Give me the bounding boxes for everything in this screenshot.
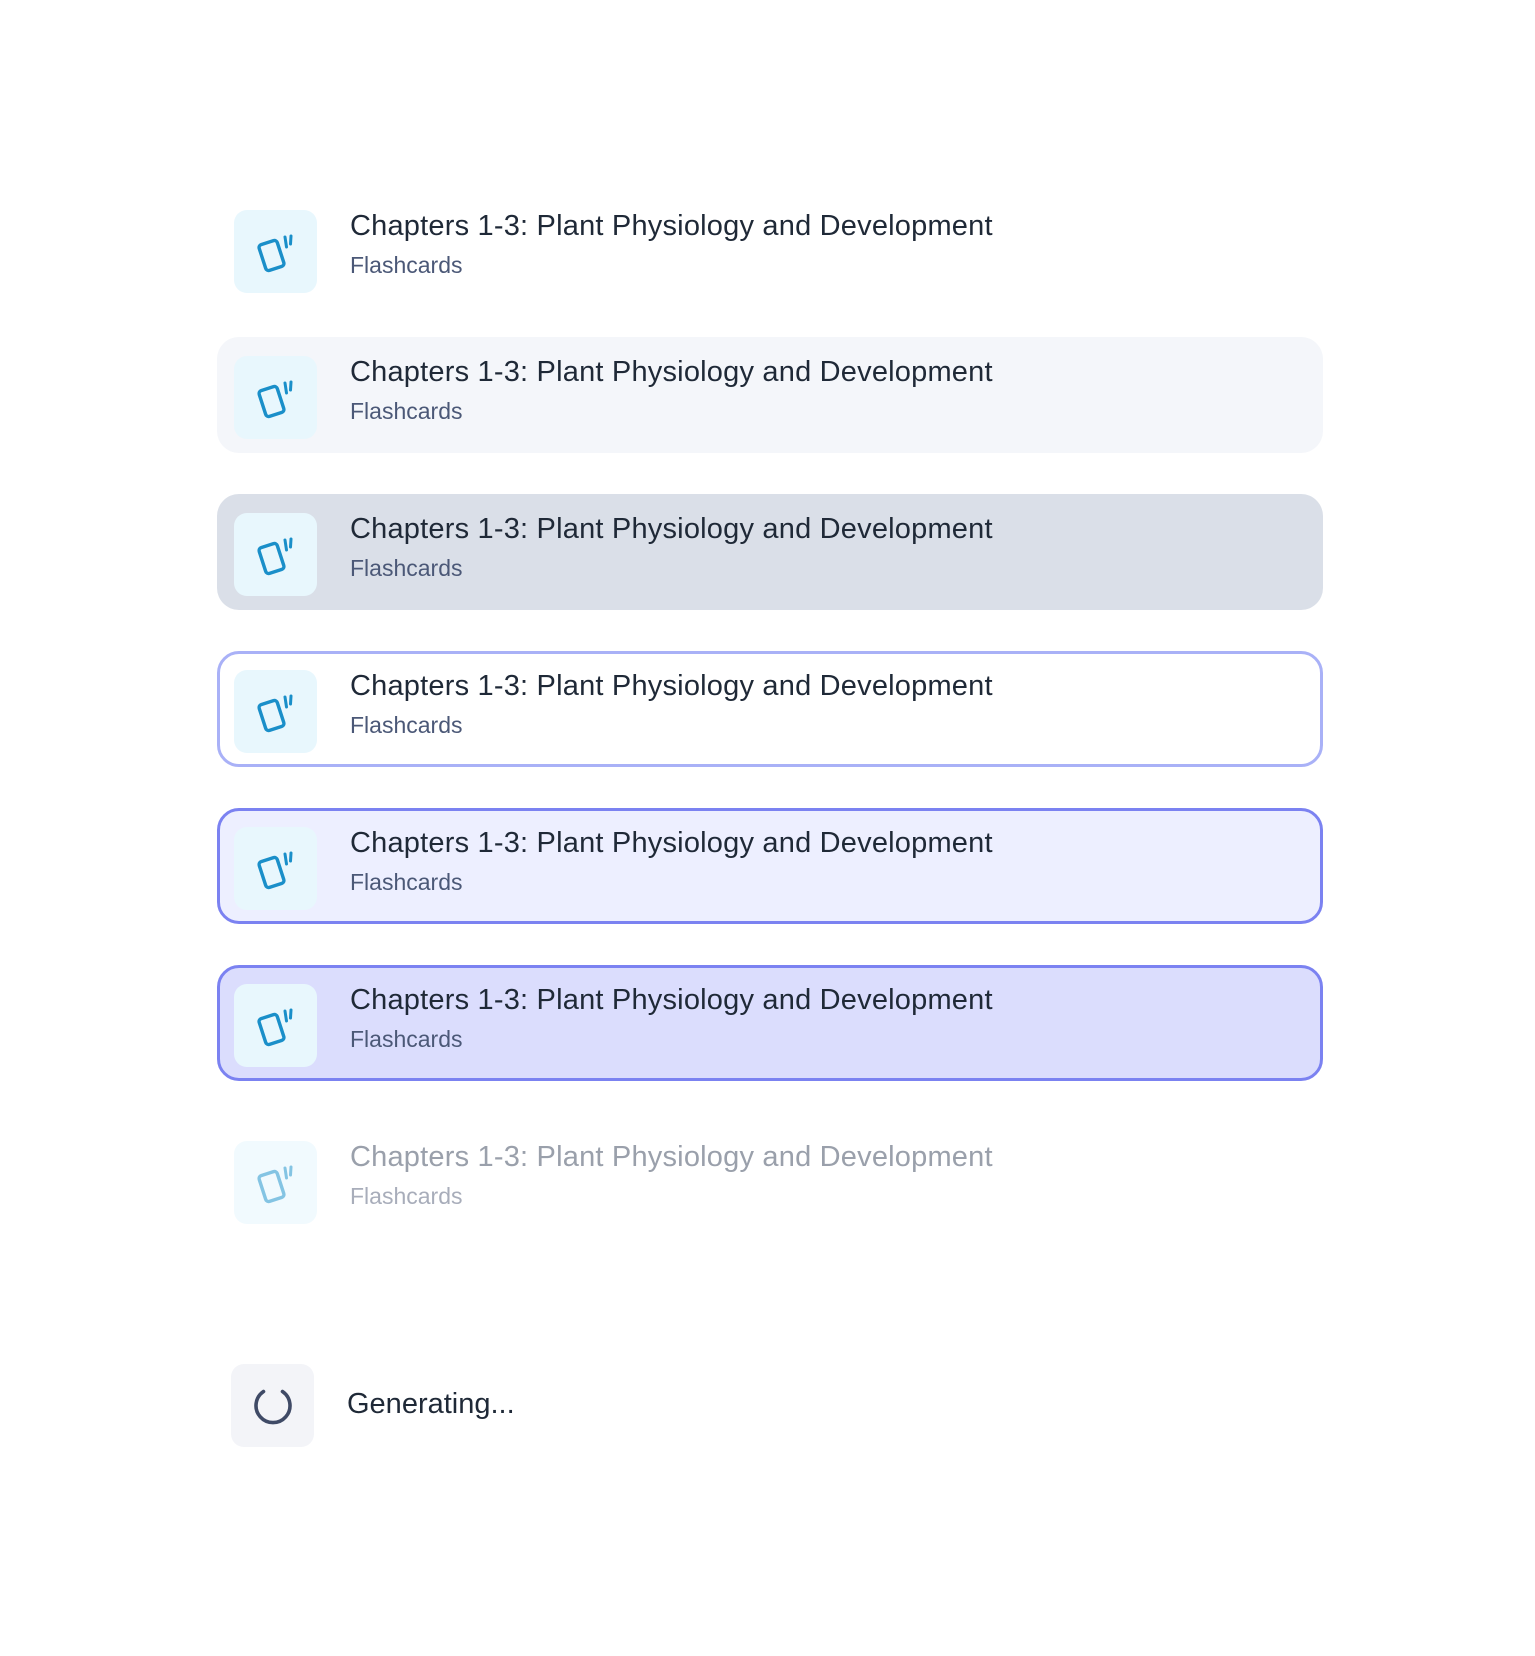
generating-item: Generating...	[217, 1364, 1323, 1480]
flashcards-icon	[256, 537, 292, 575]
item-type-label: Flashcards	[350, 555, 463, 581]
item-type-label: Flashcards	[350, 869, 463, 895]
flashcards-icon	[256, 1165, 292, 1203]
study-set-item-selected[interactable]: Chapters 1-3: Plant Physiology and Devel…	[217, 808, 1323, 924]
study-set-item-focused[interactable]: Chapters 1-3: Plant Physiology and Devel…	[217, 651, 1323, 767]
icon-container	[234, 1141, 317, 1224]
icon-container	[234, 670, 317, 753]
flashcards-icon	[256, 380, 292, 418]
icon-container	[234, 356, 317, 439]
spinner-icon	[253, 1389, 292, 1424]
item-title: Chapters 1-3: Plant Physiology and Devel…	[350, 210, 993, 242]
item-type-label: Flashcards	[350, 398, 463, 424]
study-set-item-selected-pressed[interactable]: Chapters 1-3: Plant Physiology and Devel…	[217, 965, 1323, 1081]
generating-label: Generating...	[347, 1388, 515, 1420]
item-title: Chapters 1-3: Plant Physiology and Devel…	[350, 670, 993, 702]
study-set-item-disabled: Chapters 1-3: Plant Physiology and Devel…	[217, 1122, 1323, 1238]
icon-container	[234, 984, 317, 1067]
flashcards-icon	[256, 1008, 292, 1046]
icon-container	[234, 827, 317, 910]
item-title: Chapters 1-3: Plant Physiology and Devel…	[350, 984, 993, 1016]
item-type-label: Flashcards	[350, 1026, 463, 1052]
item-type-label: Flashcards	[350, 712, 463, 738]
flashcards-icon	[256, 234, 292, 272]
item-title: Chapters 1-3: Plant Physiology and Devel…	[350, 827, 993, 859]
study-set-item-default[interactable]: Chapters 1-3: Plant Physiology and Devel…	[217, 191, 1323, 307]
item-title: Chapters 1-3: Plant Physiology and Devel…	[350, 513, 993, 545]
study-set-item-hover[interactable]: Chapters 1-3: Plant Physiology and Devel…	[217, 337, 1323, 453]
item-type-label: Flashcards	[350, 1183, 463, 1209]
study-set-item-pressed[interactable]: Chapters 1-3: Plant Physiology and Devel…	[217, 494, 1323, 610]
flashcards-icon	[256, 694, 292, 732]
item-type-label: Flashcards	[350, 252, 463, 278]
flashcards-icon	[256, 851, 292, 889]
spinner-container	[231, 1364, 314, 1447]
icon-container	[234, 513, 317, 596]
item-title: Chapters 1-3: Plant Physiology and Devel…	[350, 356, 993, 388]
icon-container	[234, 210, 317, 293]
item-title: Chapters 1-3: Plant Physiology and Devel…	[350, 1141, 993, 1173]
